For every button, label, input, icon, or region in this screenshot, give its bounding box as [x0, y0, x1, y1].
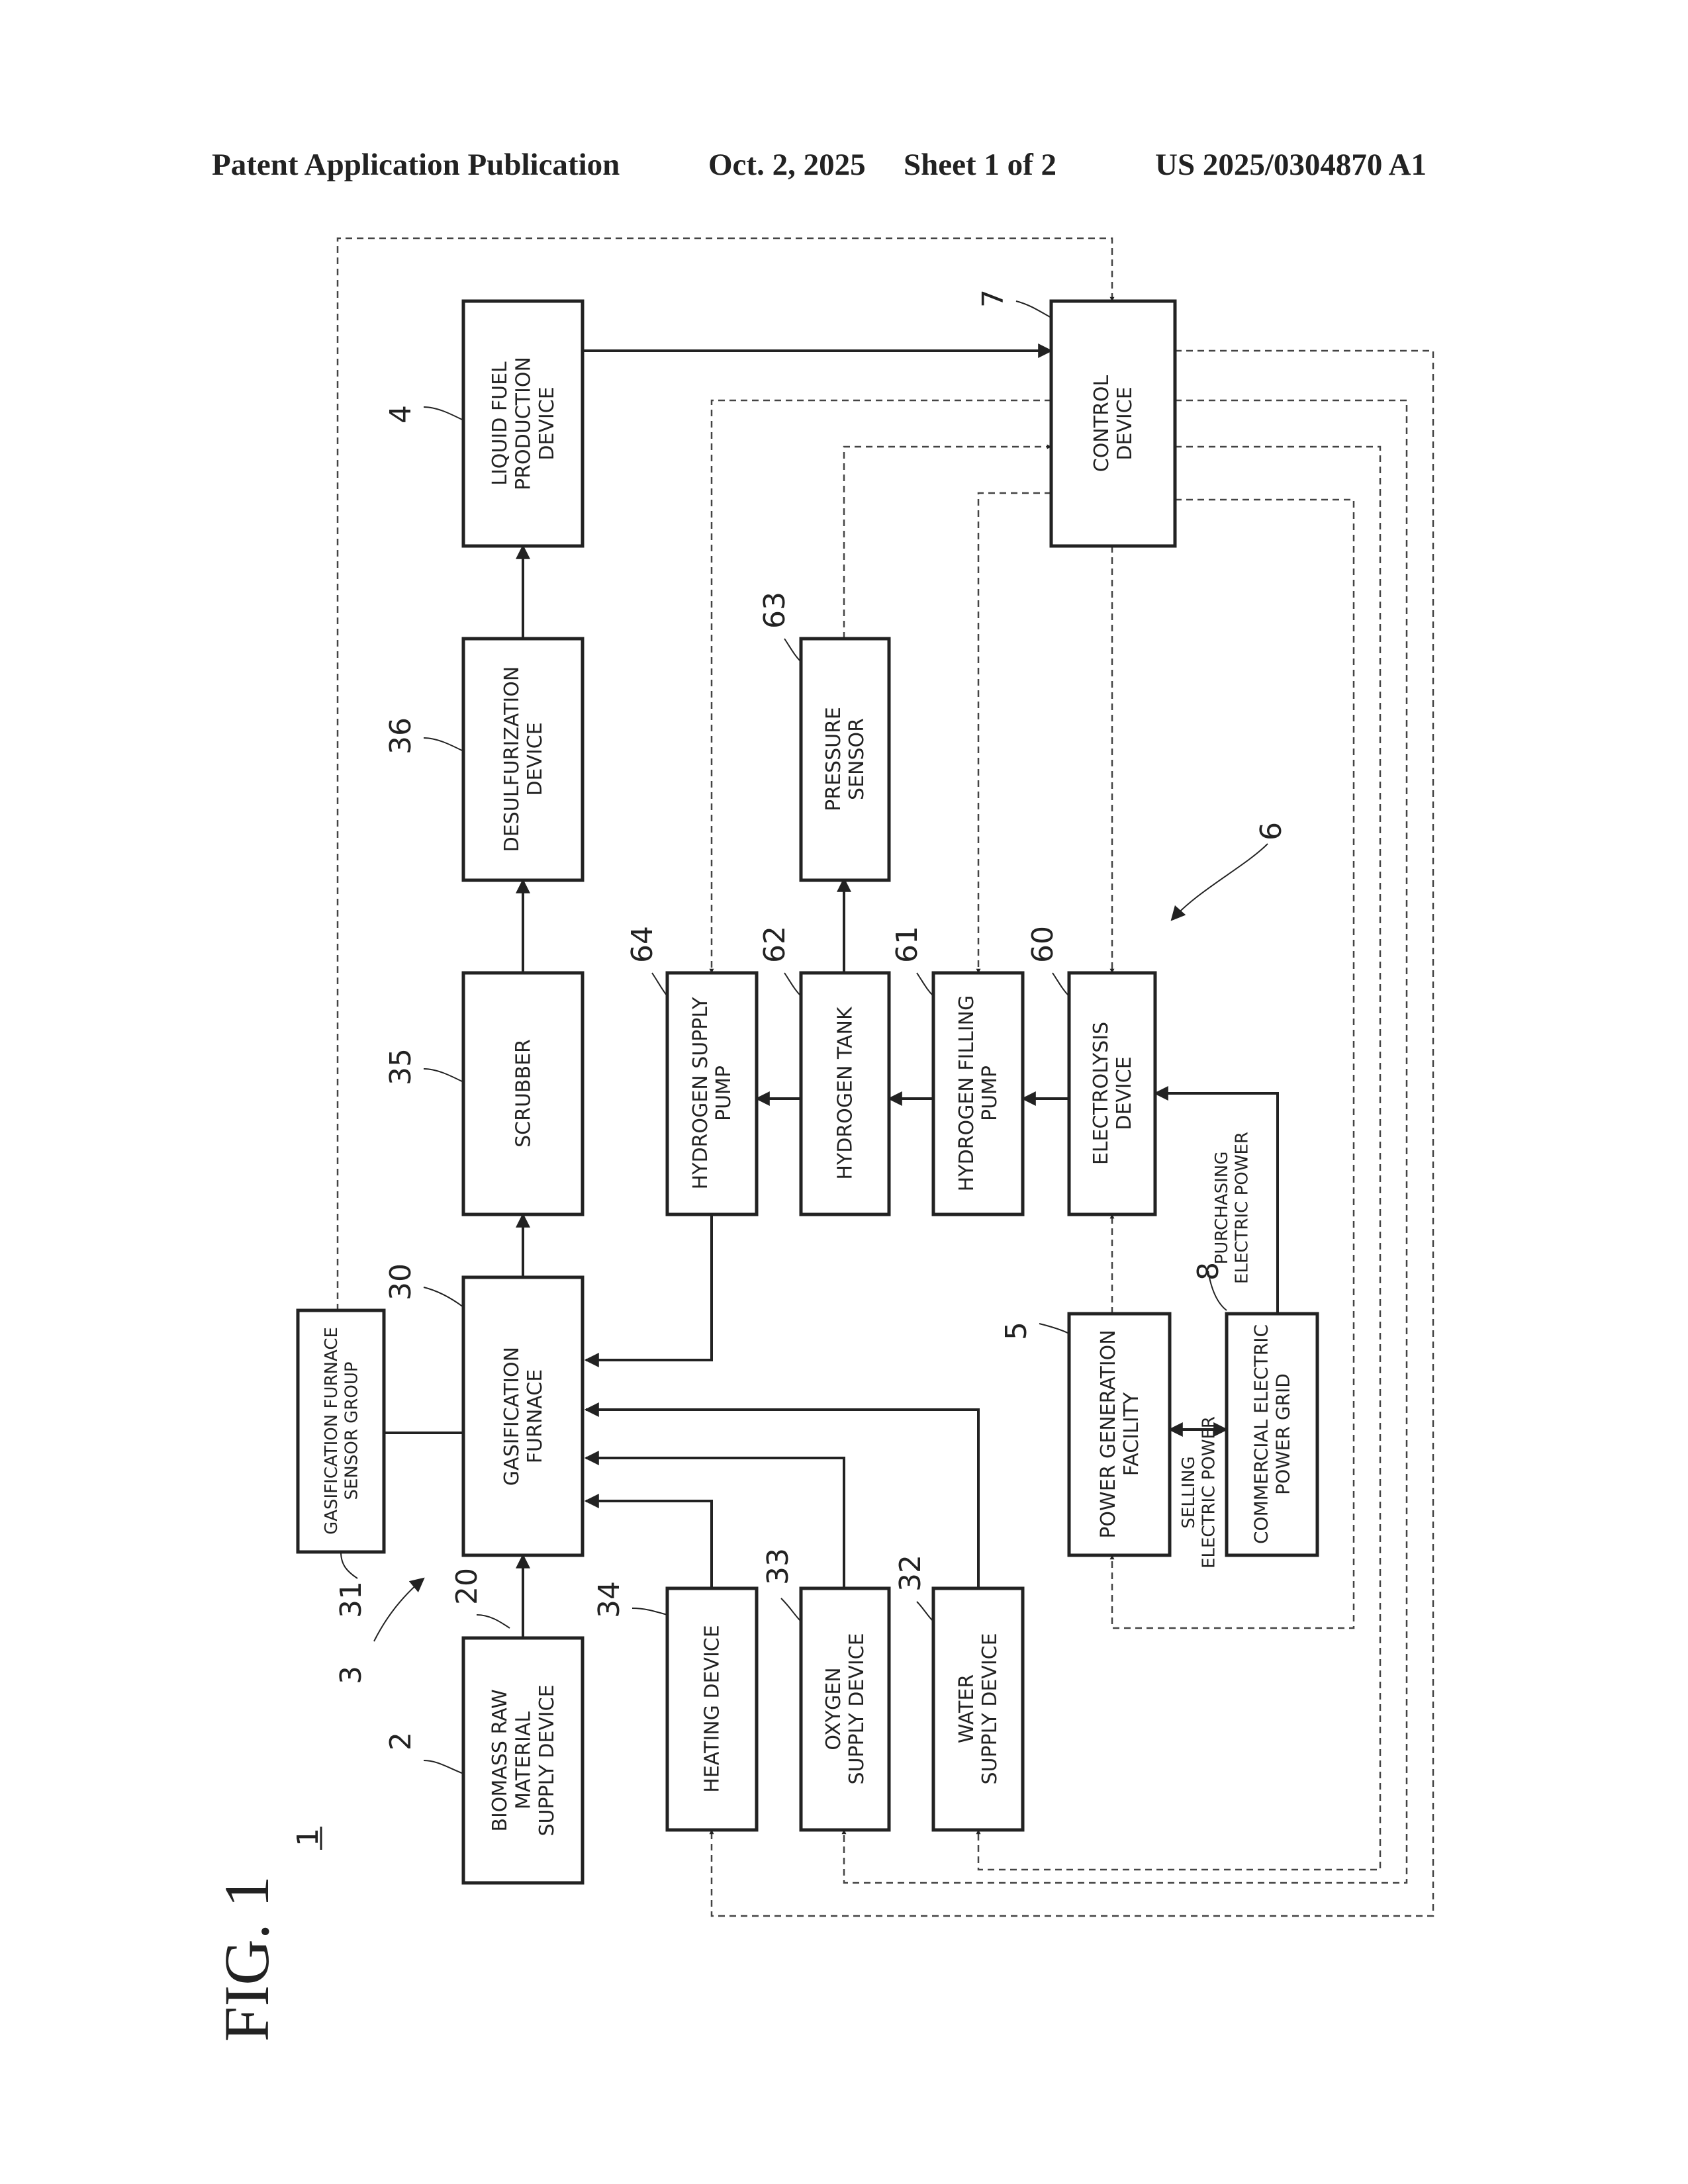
ref-oxygen: 33: [761, 1548, 795, 1585]
ref-h2-tank: 62: [758, 926, 792, 963]
flow-oxygen-to-gasifier: [586, 1458, 844, 1588]
system-reference: 1: [291, 1827, 325, 1850]
ref-desulf: 36: [384, 717, 418, 754]
block-label-line: SUPPLY DEVICE: [845, 1633, 868, 1784]
hydrogen-unit-leader: [1172, 844, 1268, 920]
ref-pressure-sensor: 63: [758, 592, 792, 629]
flow-hydrogen-supply-pump-to-gasifier: [586, 1214, 712, 1360]
signal-control-to-filling-pump: [978, 493, 1051, 973]
block-liquid-fuel-production-device: LIQUID FUELPRODUCTIONDEVICE: [463, 301, 583, 546]
ref-h2-fill-pump: 61: [890, 926, 924, 963]
ref-gasification-unit: 3: [334, 1666, 368, 1684]
block-label-line: ELECTRIC POWER: [1232, 1132, 1252, 1284]
block-label-line: SENSOR: [845, 718, 868, 800]
block-label-line: DESULFURIZATION: [500, 666, 524, 852]
ref-sensor-group: 31: [334, 1581, 368, 1618]
block-label-line: OXYGEN: [822, 1667, 845, 1750]
block-hydrogen-tank: HYDROGEN TANK: [801, 973, 889, 1214]
block-oxygen-supply-device: OXYGENSUPPLY DEVICE: [801, 1588, 889, 1830]
block-label-line: PRODUCTION: [512, 357, 536, 490]
block-label-line: HEATING DEVICE: [701, 1625, 724, 1792]
ref-h2-supply-pump: 64: [626, 926, 659, 963]
ref-biomass: 2: [384, 1732, 418, 1751]
ref-water: 32: [894, 1555, 927, 1592]
block-label-line: SUPPLY DEVICE: [536, 1684, 559, 1836]
block-label-line: ELECTRIC POWER: [1199, 1416, 1219, 1569]
block-label-line: LIQUID FUEL: [489, 361, 512, 486]
block-label-line: DEVICE: [524, 722, 547, 796]
block-label-line: PRESSURE: [822, 707, 845, 811]
figure-label: FIG. 1: [211, 1876, 282, 2042]
ref-feed-line: 20: [450, 1568, 484, 1605]
block-label-line: HYDROGEN TANK: [834, 1006, 857, 1180]
block-label: PRESSURESENSOR: [822, 707, 868, 811]
block-label-line: SUPPLY DEVICE: [978, 1633, 1002, 1784]
signal-control-to-water-supply: [978, 447, 1380, 1870]
block-label-line: PURCHASING: [1212, 1152, 1232, 1265]
ref-electrolysis: 60: [1026, 926, 1060, 963]
block-label-line: CONTROL: [1090, 375, 1113, 472]
block-electrolysis-device: ELECTROLYSISDEVICE: [1069, 973, 1155, 1214]
block-heating-device: HEATING DEVICE: [667, 1588, 757, 1830]
block-label-line: SENSOR GROUP: [342, 1361, 361, 1500]
flow-heating-to-gasifier: [586, 1501, 712, 1588]
ref-liquid-fuel: 4: [384, 405, 418, 424]
block-label-line: ELECTROLYSIS: [1090, 1022, 1113, 1165]
block-label-line: FACILITY: [1120, 1392, 1143, 1476]
block-label-line: PUMP: [712, 1066, 735, 1121]
ref-scrubber: 35: [384, 1048, 418, 1085]
block-label-line: GASIFICATION FURNACE: [322, 1327, 342, 1535]
block-power-generation-facility: POWER GENERATIONFACILITY: [1069, 1314, 1170, 1555]
block-label-line: BIOMASS RAW: [489, 1689, 512, 1831]
block-label-line: MATERIAL: [512, 1711, 536, 1810]
block-control-device: CONTROLDEVICE: [1051, 301, 1175, 546]
block-water-supply-device: WATERSUPPLY DEVICE: [933, 1588, 1023, 1830]
block-label-line: HYDROGEN SUPPLY: [689, 997, 712, 1190]
block-gasification-furnace: GASIFICATIONFURNACE: [463, 1277, 583, 1555]
block-pressure-sensor: PRESSURESENSOR: [801, 639, 889, 880]
block-label: SCRUBBER: [512, 1039, 536, 1148]
block-label: HEATING DEVICE: [701, 1625, 724, 1792]
ref-gasifier: 30: [384, 1263, 418, 1300]
block-label-line: DEVICE: [536, 387, 559, 460]
annotation-purchasing-electric-power: PURCHASINGELECTRIC POWER: [1212, 1132, 1252, 1284]
block-label: CONTROLDEVICE: [1090, 375, 1137, 472]
block-label-line: HYDROGEN FILLING: [955, 995, 978, 1192]
block-label-line: GASIFICATION: [500, 1347, 524, 1486]
ref-power-gen: 5: [1000, 1322, 1033, 1340]
ref-hydrogen-unit: 6: [1254, 822, 1288, 841]
block-biomass-supply-device: BIOMASS RAWMATERIALSUPPLY DEVICE: [463, 1638, 583, 1883]
signal-pressure-sensor-to-control: [844, 447, 1051, 639]
block-label-line: POWER GRID: [1272, 1373, 1293, 1495]
annotation-selling-electric-power: SELLINGELECTRIC POWER: [1179, 1416, 1219, 1569]
block-label-line: FURNACE: [524, 1369, 547, 1463]
block-label-line: DEVICE: [1113, 387, 1137, 460]
ref-heating: 34: [592, 1581, 626, 1618]
block-label: HYDROGEN TANK: [834, 1006, 857, 1180]
block-scrubber: SCRUBBER: [463, 973, 583, 1214]
ref-control: 7: [976, 289, 1010, 308]
ref-system: 1: [291, 1828, 325, 1846]
block-label-line: SELLING: [1179, 1456, 1199, 1528]
ref-grid: 8: [1192, 1262, 1225, 1281]
block-gasification-furnace-sensor-group: GASIFICATION FURNACESENSOR GROUP: [298, 1310, 384, 1552]
block-label-line: WATER: [955, 1674, 978, 1743]
block-label-line: POWER GENERATION: [1097, 1330, 1120, 1538]
block-hydrogen-supply-pump: HYDROGEN SUPPLYPUMP: [667, 973, 757, 1214]
gasification-unit-leader: [374, 1578, 424, 1641]
block-label-line: DEVICE: [1113, 1056, 1136, 1130]
block-hydrogen-filling-pump: HYDROGEN FILLINGPUMP: [933, 973, 1023, 1214]
block-desulfurization-device: DESULFURIZATIONDEVICE: [463, 639, 583, 880]
block-commercial-electric-power-grid: COMMERCIAL ELECTRICPOWER GRID: [1227, 1314, 1317, 1555]
block-label-line: SCRUBBER: [512, 1039, 536, 1148]
block-label-line: COMMERCIAL ELECTRIC: [1250, 1324, 1272, 1544]
block-label-line: PUMP: [978, 1066, 1002, 1121]
